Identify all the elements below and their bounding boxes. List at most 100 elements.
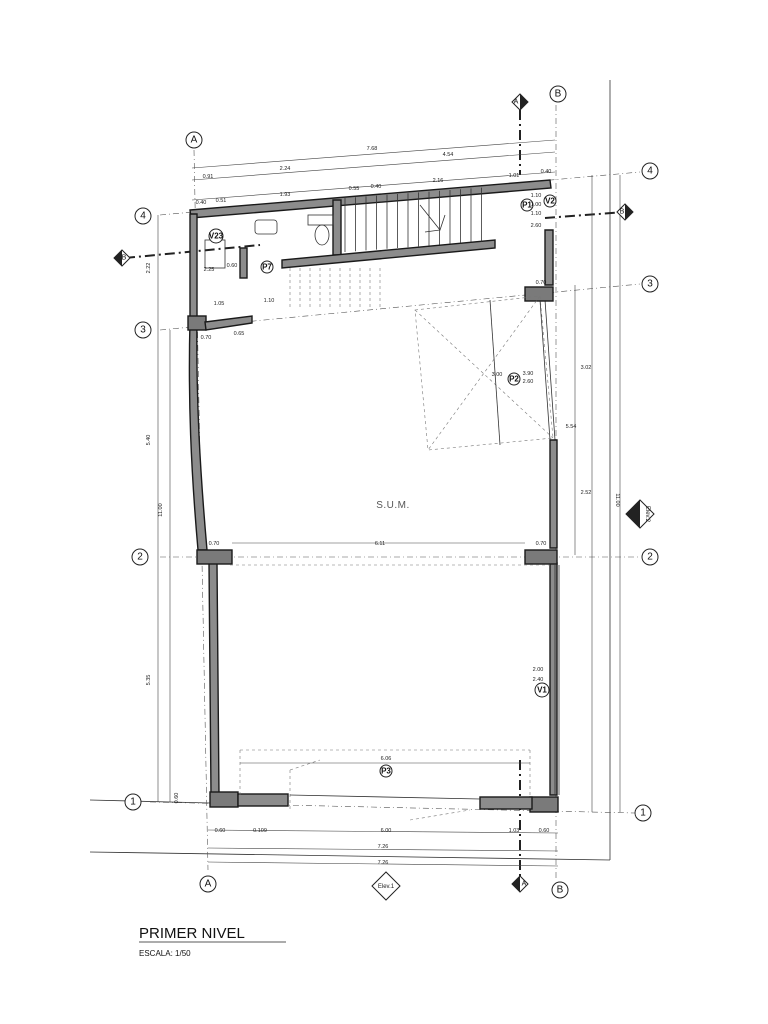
property-line-bottom	[89, 851, 611, 861]
dim-bottom-row-0: 0.60	[215, 828, 226, 834]
dim-small-14: 1.10	[531, 211, 542, 217]
dim-small-0: 1.05	[214, 301, 225, 307]
dim-small-12: 1.10	[531, 193, 542, 199]
dim-small-7: 3.00	[492, 372, 503, 378]
tag-v1: V1	[534, 682, 550, 698]
dim-right-1: 5.54	[566, 424, 577, 430]
wall-left-lower	[208, 562, 220, 796]
dim-small-1: 1.10	[264, 298, 275, 304]
svg-text:3: 3	[140, 325, 146, 336]
axis-lines	[149, 105, 641, 880]
axis-bubble-b-bottom: B	[551, 881, 569, 899]
svg-text:2: 2	[647, 552, 653, 563]
svg-text:A: A	[514, 99, 519, 106]
tag-v23: V23	[208, 228, 224, 244]
tag-v2: V2	[543, 194, 557, 208]
dim-small-13: 1.00	[531, 202, 542, 208]
svg-text:V1: V1	[537, 686, 547, 695]
wall-left-upper	[188, 213, 208, 551]
dim-top-row-0: 0.91	[203, 174, 214, 180]
dim-bottom-row-4: 0.60	[539, 828, 550, 834]
dim-left-0: 5.40	[146, 435, 152, 446]
dim-left-3: 2.22	[146, 263, 152, 274]
svg-text:1: 1	[640, 808, 646, 819]
column-3b	[524, 286, 554, 302]
dim-bottom-total: 7.26	[378, 844, 389, 850]
section-marker-b-right: B	[616, 203, 634, 221]
dim-small-10: 2.00	[533, 667, 544, 673]
axis-bubble-1-left: 1	[124, 793, 142, 811]
elevation-marker-1: Elev.1	[371, 871, 401, 901]
axis-bubble-1-right: 1	[634, 804, 652, 822]
axis-bubble-a-bottom: A	[199, 875, 217, 893]
svg-text:Elev.1: Elev.1	[378, 884, 395, 890]
dim-top-row-3: 1.93	[280, 192, 291, 198]
dim-right-2: 2.52	[581, 490, 592, 496]
wall-right-upper	[544, 229, 554, 286]
svg-text:B: B	[555, 89, 562, 100]
dim-small-4: 2.25	[204, 267, 215, 273]
svg-text:Elev.2: Elev.2	[644, 506, 650, 523]
dim-small-5: 0.60	[227, 263, 238, 269]
wall-right-mid	[549, 439, 558, 549]
double-height-void	[414, 295, 554, 451]
dim-bottom-total-b: 7.26	[378, 860, 389, 866]
dim-top-row-7: 1.01	[509, 173, 520, 179]
section-marker-b-left: B	[113, 249, 131, 267]
svg-text:4: 4	[647, 166, 653, 177]
svg-text:A: A	[191, 135, 198, 146]
dim-small-11: 2.40	[533, 677, 544, 683]
upper-projection-lines	[230, 564, 560, 821]
svg-text:P1: P1	[522, 201, 532, 210]
wall-bath-partition	[239, 247, 248, 279]
dim-top-row-8: 0.40	[541, 169, 552, 175]
svg-text:A: A	[205, 879, 212, 890]
axis-bubble-4-right: 4	[641, 162, 659, 180]
section-marker-a-bottom: A	[511, 875, 529, 893]
svg-text:P3: P3	[381, 767, 391, 776]
svg-text:4: 4	[140, 211, 146, 222]
tag-p1: P1	[520, 198, 534, 212]
svg-text:A: A	[522, 881, 527, 888]
column-1a	[209, 791, 239, 808]
axis-bubble-b-top: B	[549, 85, 567, 103]
svg-text:V23: V23	[209, 232, 224, 241]
dim-left-4: 0.60	[174, 793, 180, 804]
walls	[187, 179, 559, 813]
staircase	[289, 187, 482, 310]
dim-opening-bottom: 6.06	[381, 756, 392, 762]
dim-bottom-row-3: 1.03	[509, 828, 520, 834]
dim-small-15: 2.60	[531, 223, 542, 229]
dim-left-2: 11.00	[158, 503, 164, 516]
axis-bubble-3-left: 3	[134, 321, 152, 339]
dim-middle-right: 0.70	[536, 541, 547, 547]
dim-small-6: 0.70	[536, 280, 547, 286]
axis-bubble-2-right: 2	[641, 548, 659, 566]
dim-top-a: 2.24	[280, 166, 291, 172]
dim-top-row-6: 2.16	[433, 178, 444, 184]
wall-stair-bottom	[281, 239, 496, 269]
room-label-sum: S.U.M.	[376, 500, 410, 511]
dim-middle-left: 0.70	[209, 541, 220, 547]
dim-small-9: 2.60	[523, 379, 534, 385]
wall-bottom-left	[237, 793, 289, 807]
wall-stair-divider	[332, 199, 342, 256]
dim-top-row-2: 0.51	[216, 198, 227, 204]
dimension-lines	[157, 139, 621, 867]
dim-right-0: 3.02	[581, 365, 592, 371]
tag-p2: P2	[507, 372, 521, 386]
tag-p7: P7	[260, 260, 274, 274]
svg-text:B: B	[620, 209, 625, 216]
drawing-title: PRIMER NIVEL	[139, 925, 245, 942]
axis-bubble-2-left: 2	[131, 548, 149, 566]
dim-middle-width: 6.11	[375, 541, 385, 547]
dim-top-total: 7.68	[367, 146, 378, 152]
dim-small-2: 0.70	[201, 335, 212, 341]
dimension-texts: 7.68 2.24 4.54 0.91 0.40 0.51 1.93 0.55 …	[146, 146, 620, 866]
column-1b	[529, 796, 559, 813]
dim-top-b: 4.54	[443, 152, 454, 158]
axis-bubble-a-top: A	[185, 131, 203, 149]
dim-small-8: 3.90	[523, 371, 534, 377]
column-3a	[187, 315, 207, 331]
